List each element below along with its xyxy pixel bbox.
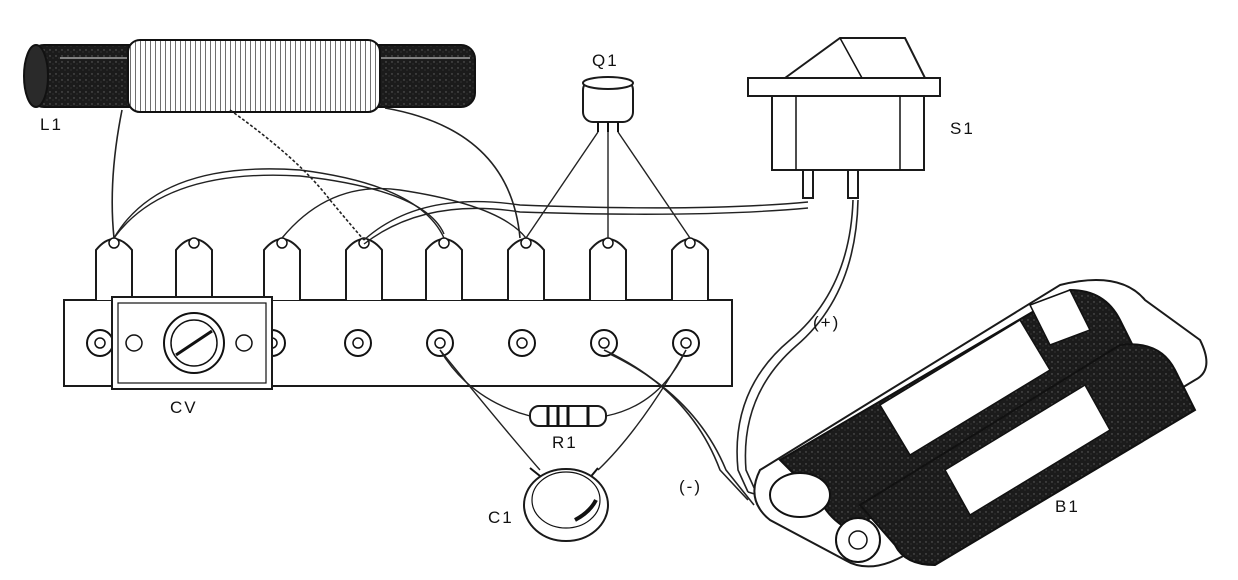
r1-label: R1: [552, 433, 578, 452]
r1-resistor: [439, 349, 687, 427]
q1-label: Q1: [592, 51, 619, 70]
cv-label: CV: [170, 398, 198, 417]
c1-label: C1: [488, 508, 514, 527]
wires-upper: [111, 107, 809, 245]
minus-label: (-): [679, 477, 702, 496]
terminal-screws: [86, 329, 700, 357]
l1-label: L1: [40, 115, 63, 134]
cv-variable-capacitor: [111, 296, 273, 390]
terminal-lugs: [95, 237, 709, 300]
s1-rocker-switch: [747, 37, 941, 199]
l1-antenna-coil: [23, 39, 476, 113]
b1-label: B1: [1055, 497, 1080, 516]
b1-battery-holder: [753, 279, 1208, 568]
s1-label: S1: [950, 119, 975, 138]
c1-capacitor: [439, 349, 687, 542]
plus-label: (+): [813, 313, 840, 332]
q1-transistor: [582, 76, 634, 132]
